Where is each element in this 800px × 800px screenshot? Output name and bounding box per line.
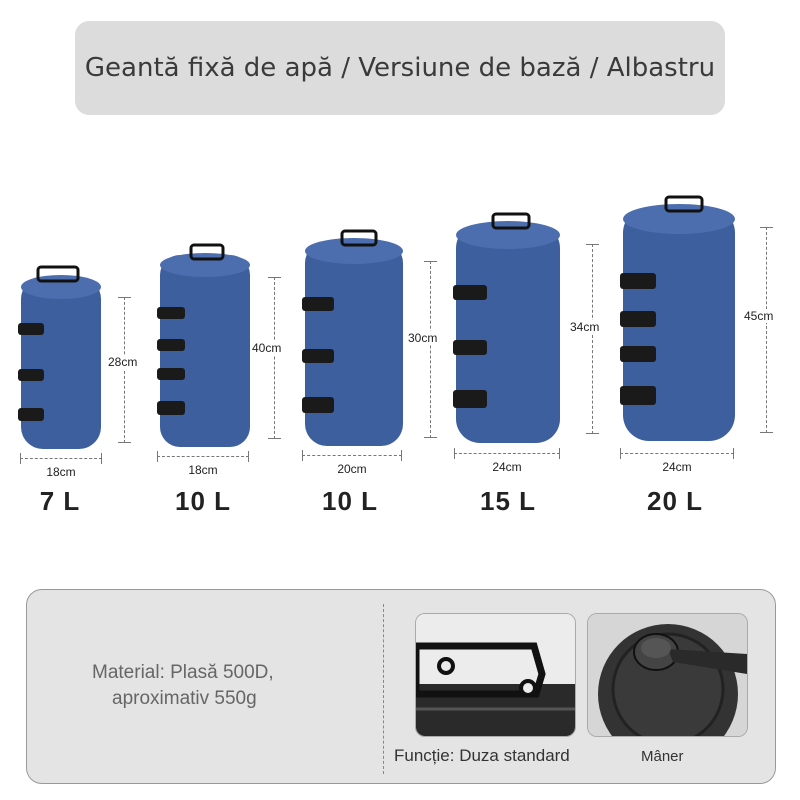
bag-10l-tall-icon: [157, 243, 253, 448]
function-caption: Funcție: Duza standard: [394, 746, 570, 765]
title-banner: Geantă fixă de apă / Versiune de bază / …: [75, 21, 725, 115]
page-title: Geantă fixă de apă / Versiune de bază / …: [84, 53, 716, 83]
bag-10l-wide-icon: [302, 229, 404, 447]
height-dimension: 34cm: [570, 244, 600, 434]
height-dimension: 45cm: [744, 227, 774, 433]
height-dimension: 40cm: [252, 277, 282, 439]
panel-divider: [383, 604, 384, 774]
capacity-label: 15 L: [479, 486, 537, 516]
height-dimension: 28cm: [108, 297, 138, 443]
handle-photo: [415, 613, 576, 737]
handle-caption: Mâner: [641, 748, 684, 765]
nozzle-photo: [587, 613, 748, 737]
bag-20l-icon: [620, 195, 736, 443]
height-dimension: 30cm: [408, 261, 438, 438]
capacity-label: 10 L: [174, 486, 232, 516]
bag-7l-icon: [18, 265, 104, 450]
bag-15l-icon: [453, 212, 561, 444]
capacity-label: 20 L: [646, 486, 704, 516]
capacity-label: 7 L: [39, 486, 81, 516]
capacity-label: 10 L: [321, 486, 379, 516]
material-text: Material: Plasă 500D, aproximativ 550g: [92, 662, 274, 709]
